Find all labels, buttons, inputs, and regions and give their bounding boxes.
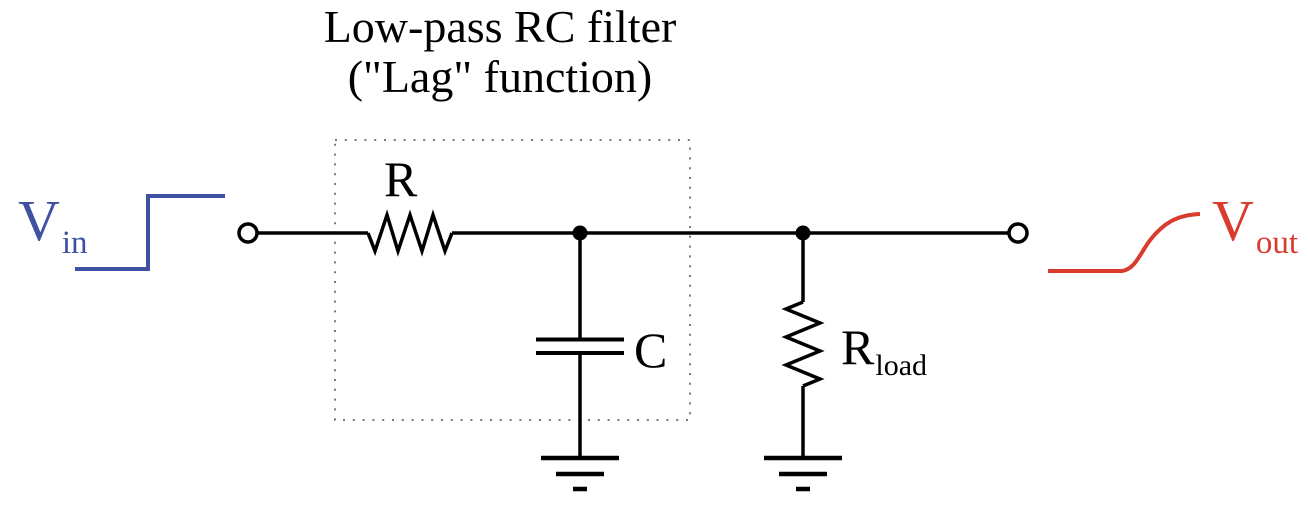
output-rise-waveform-icon [1048, 212, 1201, 273]
vout-label-base: V [1212, 188, 1254, 253]
filter-boundary-box [334, 139, 691, 421]
capacitor-label: C [634, 322, 668, 378]
diagram-title-line-2: ("Lag" function) [347, 51, 653, 102]
series-resistor-label: R [384, 151, 418, 207]
output-terminal [1007, 222, 1029, 244]
diagram-title-line-1: Low-pass RC filter [323, 1, 677, 52]
vout-label: Vout [1212, 192, 1298, 260]
ground-symbol-capacitor [541, 455, 619, 492]
load-resistor-label-base: R [841, 319, 875, 375]
capacitor-symbol [536, 233, 624, 456]
vin-label-subscript: in [61, 225, 88, 261]
diagram-title: Low-pass RC filter ("Lag" function) [300, 2, 700, 102]
ground-symbol-load [764, 455, 842, 492]
series-resistor-symbol [366, 209, 454, 257]
load-resistor-symbol [781, 240, 825, 456]
input-step-waveform-icon [75, 194, 225, 271]
input-terminal [237, 222, 259, 244]
load-resistor-label-subscript: load [875, 349, 928, 382]
vin-label: Vin [18, 192, 88, 260]
node-dot-load [795, 225, 811, 241]
vin-label-base: V [18, 188, 60, 253]
load-resistor-label: Rload [841, 319, 927, 381]
vout-label-subscript: out [1255, 225, 1299, 261]
